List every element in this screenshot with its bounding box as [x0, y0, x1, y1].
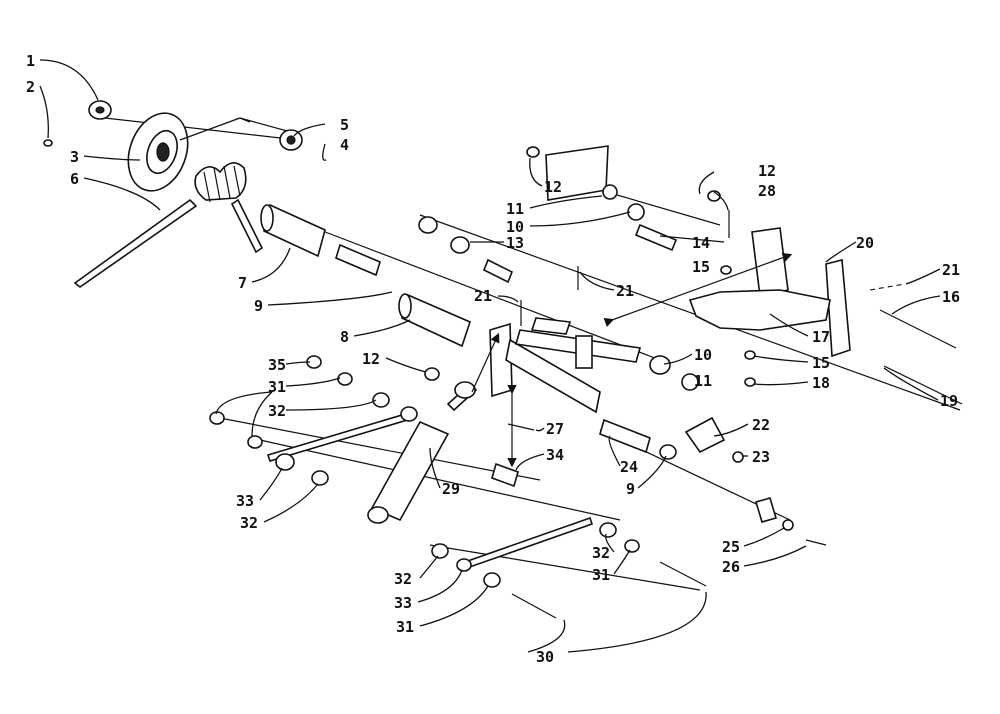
callout-12: 12: [362, 350, 380, 368]
callout-32: 32: [240, 514, 258, 532]
callout-35: 35: [268, 356, 286, 374]
callout-20: 20: [856, 234, 874, 252]
callout-16: 16: [942, 288, 960, 306]
callout-33: 33: [236, 492, 254, 510]
callout-14: 14: [692, 234, 710, 252]
callout-labels: 1 2 3 6 5 4 7 9 8 12 11 10 13 21 21 12 2…: [26, 52, 960, 666]
callout-11: 11: [506, 200, 524, 218]
callout-10: 10: [694, 346, 712, 364]
callout-6: 6: [70, 170, 79, 188]
callout-18: 18: [812, 374, 830, 392]
callout-7: 7: [238, 274, 247, 292]
callout-11: 11: [694, 372, 712, 390]
callout-23: 23: [752, 448, 770, 466]
callout-15: 15: [692, 258, 710, 276]
callout-1: 1: [26, 52, 35, 70]
callout-25: 25: [722, 538, 740, 556]
callout-8: 8: [340, 328, 349, 346]
callout-24: 24: [620, 458, 638, 476]
bolt-part: [507, 210, 963, 619]
callout-3: 3: [70, 148, 79, 166]
shaft-tube-part: [260, 203, 471, 348]
callout-9: 9: [254, 297, 263, 315]
assembly-axes: [104, 117, 961, 591]
callout-31: 31: [592, 566, 610, 584]
assembly-arrows: [471, 252, 793, 468]
callout-32: 32: [268, 402, 286, 420]
callout-34: 34: [546, 446, 564, 464]
callout-28: 28: [758, 182, 776, 200]
callout-21: 21: [616, 282, 634, 300]
callout-12: 12: [758, 162, 776, 180]
callout-29: 29: [442, 480, 460, 498]
callout-19: 19: [940, 392, 958, 410]
callout-22: 22: [752, 416, 770, 434]
callout-4: 4: [340, 136, 349, 154]
callout-27: 27: [546, 420, 564, 438]
callout-32: 32: [592, 544, 610, 562]
callout-9: 9: [626, 480, 635, 498]
leader-lines: [39, 59, 941, 653]
torsion-spring-part: [73, 117, 264, 288]
callout-10: 10: [506, 218, 524, 236]
bearing-part: [88, 100, 303, 151]
callout-13: 13: [506, 234, 524, 252]
callout-5: 5: [340, 116, 349, 134]
callout-12: 12: [544, 178, 562, 196]
callout-15: 15: [812, 354, 830, 372]
rear-arm-part: [489, 317, 642, 414]
callout-33: 33: [394, 594, 412, 612]
bushing-part: [43, 139, 794, 588]
callout-2: 2: [26, 78, 35, 96]
callout-30: 30: [536, 648, 554, 666]
callout-26: 26: [722, 558, 740, 576]
callout-17: 17: [812, 328, 830, 346]
link-rod-part: [266, 411, 594, 571]
callout-32: 32: [394, 570, 412, 588]
callout-31: 31: [396, 618, 414, 636]
callout-21: 21: [474, 287, 492, 305]
callout-31: 31: [268, 378, 286, 396]
idler-wheel-part: [127, 112, 189, 192]
callout-21: 21: [942, 261, 960, 279]
shock-absorber-part: [367, 381, 478, 524]
